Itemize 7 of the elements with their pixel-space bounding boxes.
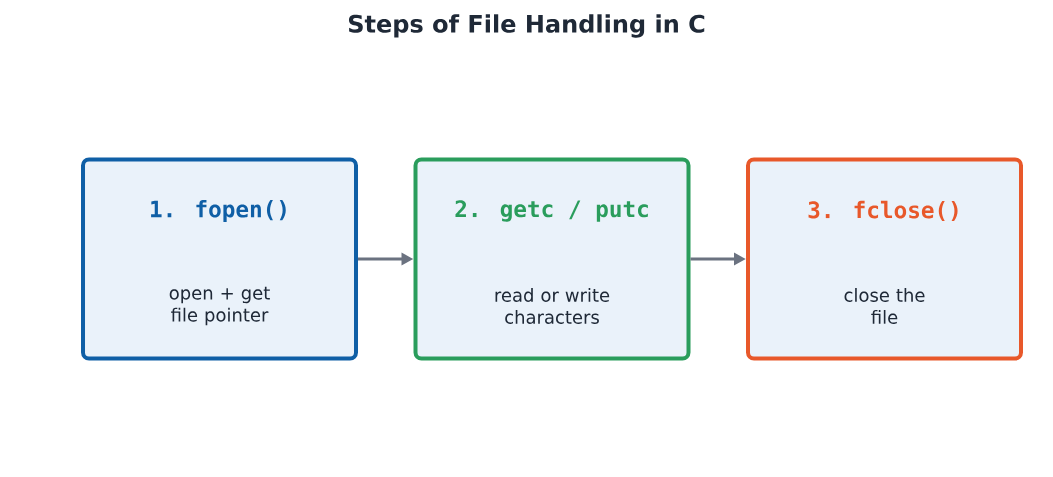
step-heading: 2. getc / putc [455, 200, 648, 222]
diagram-title: Steps of File Handling in C [348, 14, 705, 38]
step-heading: 1. fopen() [151, 200, 286, 222]
step-description: close the file [844, 288, 925, 324]
step-heading: 3. fclose() [808, 200, 958, 222]
step-description: open + get file pointer [169, 286, 270, 326]
step-description: read or write characters [495, 288, 610, 324]
